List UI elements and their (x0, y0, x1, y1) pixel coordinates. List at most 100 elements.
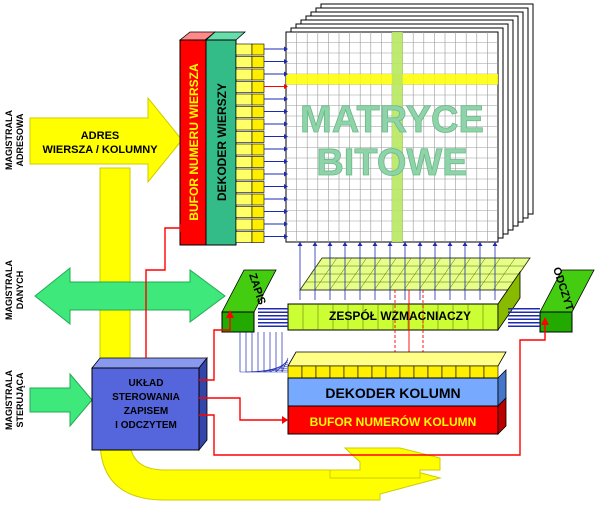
word-line-arrow (284, 109, 288, 114)
write-module (221, 269, 288, 333)
column-buffer-block (287, 397, 507, 435)
row-decoder-cell (235, 131, 253, 143)
col-cells-top (287, 351, 507, 367)
read-module (508, 269, 595, 333)
control-unit-block (91, 356, 208, 452)
row-decoder-cell (235, 206, 253, 218)
address-arrow-line1: ADRES (81, 130, 120, 142)
col-decoder-cell (287, 365, 303, 379)
row-decoder-cell (235, 68, 253, 81)
col-decoder-cell (315, 365, 331, 379)
write-line (258, 318, 288, 320)
word-line-arrow (284, 146, 288, 152)
word-line-arrow (284, 59, 288, 64)
word-line-arrow (284, 234, 288, 239)
read-line (508, 315, 540, 317)
bit-line-arrow (417, 242, 423, 246)
read-line (508, 318, 540, 320)
bit-line-arrow (477, 242, 483, 246)
row-decoder-cell (251, 231, 265, 243)
address-arrow-line2: WIERSZA / KOLUMNY (42, 144, 158, 156)
bus-labels: MAGISTRALA ADRESOWA MAGISTRALA DANYCH MA… (4, 110, 25, 430)
row-decoder-cell (251, 206, 265, 218)
feed-line (281, 357, 289, 373)
col-decoder-cell (385, 365, 401, 379)
row-decoder-cell (235, 231, 253, 243)
column-decoder-block (287, 369, 507, 407)
column-decoder-cells (239, 332, 507, 379)
row-decoder-cell (235, 56, 253, 68)
word-lines (264, 46, 288, 239)
read-line (508, 322, 540, 324)
control-label-2: STEROWANIA (112, 392, 180, 403)
control-signals (145, 227, 546, 456)
bit-line-arrow (312, 242, 318, 246)
col-decoder-cell (483, 365, 499, 379)
col-decoder-cell (371, 365, 387, 379)
write-line (258, 325, 288, 327)
write-line (258, 322, 288, 324)
row-decoder-cell (251, 118, 265, 131)
row-decoder-cell (251, 156, 265, 168)
bit-line-arrow (297, 242, 303, 246)
word-line-arrow (284, 134, 288, 139)
row-decoder-cell (251, 56, 265, 68)
word-line-arrow (284, 184, 288, 189)
row-buffer-block (178, 31, 217, 246)
word-line-arrow (284, 209, 288, 214)
bit-line-arrow (372, 242, 378, 246)
control-label-1: UKŁAD (129, 378, 164, 389)
col-decoder-cell (343, 365, 359, 379)
row-decoder-cell (251, 143, 265, 156)
row-decoder-cell (251, 181, 265, 193)
row-decoder-cell (235, 143, 253, 156)
bit-line-arrow (327, 242, 333, 246)
row-decoder-label: DEKODER WIERSZY (215, 83, 229, 201)
word-line-arrow (284, 196, 288, 202)
write-line (258, 311, 288, 313)
row-buffer-label: BUFOR NUMERU WIERSZA (187, 63, 201, 221)
row-decoder-cell (251, 218, 265, 231)
col-decoder-cell (399, 365, 415, 379)
read-line (508, 311, 540, 313)
bit-line-arrow (357, 242, 363, 246)
bus-data-label-1: MAGISTRALA (4, 260, 14, 320)
bus-control-label-2: STERUJĄCA (15, 372, 25, 428)
row-decoder-cell (251, 81, 265, 93)
row-decoder-cell (251, 168, 265, 181)
bit-line-arrow (402, 242, 408, 246)
row-decoder-cell (235, 43, 253, 56)
matrix-label-line2: BITOWE (316, 142, 467, 184)
bus-data-label-2: DANYCH (15, 271, 25, 310)
bus-address-label-1: MAGISTRALA (4, 110, 14, 170)
write-line (258, 308, 288, 310)
bit-line-arrow (342, 242, 348, 246)
column-buffer-label: BUFOR NUMERÓW KOLUMN (310, 414, 477, 429)
row-decoder-cell (235, 181, 253, 193)
sense-amplifiers-block (287, 242, 531, 378)
bit-line-arrow (432, 242, 438, 246)
feed-line (269, 361, 289, 373)
col-decoder-cell (469, 365, 485, 379)
row-decoder-cell (235, 118, 253, 131)
row-decoder-cell (251, 93, 265, 106)
bus-address-label-2: ADRESOWA (15, 113, 25, 167)
row-decoder-cell (235, 93, 253, 106)
amp-side-face (497, 270, 521, 332)
row-decoder-cell (251, 43, 265, 56)
row-decoder-block (204, 31, 247, 246)
bus-control-label-1: MAGISTRALA (4, 370, 14, 430)
bit-matrix-stack (285, 3, 534, 243)
word-line-arrow (284, 96, 288, 102)
word-line-arrow (284, 159, 288, 164)
col-decoder-cell (301, 365, 317, 379)
row-decoder-cell (251, 131, 265, 143)
row-decoder-cell (235, 168, 253, 181)
bit-line-arrow (492, 242, 498, 246)
col-decoder-cell (329, 365, 345, 379)
word-line-arrow (284, 46, 288, 52)
row-decoder-cell (235, 156, 253, 168)
word-line-arrow (284, 121, 288, 127)
row-decoder-cells (235, 43, 265, 243)
row-decoder-cell (251, 68, 265, 81)
